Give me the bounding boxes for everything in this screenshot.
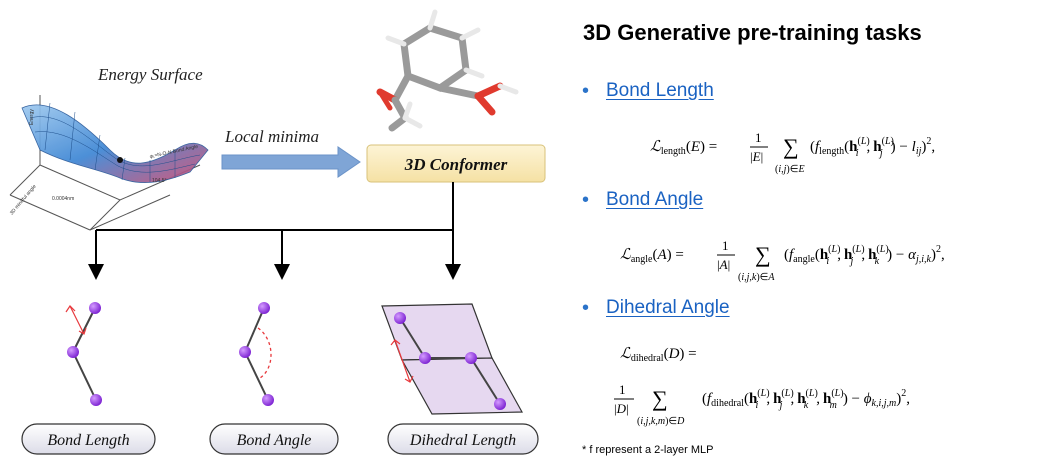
dihedral-molecule (381, 303, 524, 415)
formula-bond-length: ℒlength(E) = 1 |E| ∑ (i,j)∈E (flength(h(… (650, 124, 1045, 181)
conformer-label: 3D Conformer (404, 155, 508, 174)
diagram-canvas: Energy Surface Energy φ₁=N-O-N Bond Angl… (9, 9, 546, 455)
energy-surface-label: Energy Surface (97, 65, 203, 84)
svg-text:1: 1 (755, 130, 762, 145)
svg-text:ℒangle(A) =: ℒangle(A) = (620, 247, 684, 265)
svg-text:(i,j,k)∈A: (i,j,k)∈A (738, 272, 775, 283)
axis-label-energy: Energy (29, 109, 35, 125)
task-pill-bond-length: Bond Length (21, 423, 156, 455)
footnote: * f represent a 2-layer MLP (582, 444, 714, 456)
connector-lines (88, 182, 461, 280)
svg-text:(fdihedral(h(L)i,h(L)j,h(L)k,h: (fdihedral(h(L)i,h(L)j,h(L)k,h(L)m) − ϕk… (702, 388, 910, 411)
svg-text:ℒlength(E) =: ℒlength(E) = (650, 139, 717, 157)
local-minima-arrow (221, 146, 361, 178)
bond-length-molecule (65, 302, 102, 406)
axis-tick-nm: 0.0004nm (52, 196, 74, 202)
task-link-dihedral-angle[interactable]: Dihedral Angle (606, 297, 730, 318)
molecule-model (376, 9, 519, 132)
svg-text:(flength(h(L)i,h(L)j) − lij)2,: (flength(h(L)i,h(L)j) − lij)2, (810, 136, 935, 159)
svg-text:(i,j)∈E: (i,j)∈E (775, 164, 805, 175)
svg-text:∑: ∑ (755, 242, 771, 267)
energy-surface-plot: Energy φ₁=N-O-N Bond Angle 3D mindful an… (9, 95, 209, 231)
pretraining-tasks-panel: 3D Generative pre-training tasks • Bond … (560, 0, 1057, 467)
svg-text:ℒdihedral(D) =: ℒdihedral(D) = (620, 346, 697, 364)
task-pill-label: Bond Angle (237, 432, 312, 449)
svg-text:∑: ∑ (783, 134, 799, 159)
formula-dihedral-angle: ℒdihedral(D) = 1 |D| ∑ (i,j,k,m)∈D (fdih… (612, 340, 1057, 437)
bullet-icon: • (582, 80, 590, 102)
task-pill-label: Dihedral Length (409, 432, 516, 449)
svg-text:1: 1 (619, 382, 626, 397)
task-pill-label: Bond Length (47, 432, 129, 449)
bullet-icon: • (582, 297, 590, 319)
conformer-box (366, 144, 546, 183)
axis-tick-deg: 104.5° (152, 178, 167, 184)
formula-bond-angle: ℒangle(A) = 1 |A| ∑ (i,j,k)∈A (fangle(h(… (620, 232, 1057, 289)
task-link-bond-angle[interactable]: Bond Angle (606, 189, 704, 210)
panel-heading: 3D Generative pre-training tasks (583, 20, 922, 45)
svg-text:|D|: |D| (614, 401, 629, 416)
task-link-bond-length[interactable]: Bond Length (606, 80, 714, 101)
axis-label-depth: 3D mindful angle (9, 184, 38, 217)
bond-angle-molecule (239, 302, 274, 406)
svg-text:(i,j,k,m)∈D: (i,j,k,m)∈D (637, 416, 685, 427)
bullet-icon: • (582, 189, 590, 211)
svg-text:(fangle(h(L)i,h(L)j,h(L)k) − α: (fangle(h(L)i,h(L)j,h(L)k) − αj,i,k)2, (784, 244, 945, 267)
svg-text:∑: ∑ (652, 386, 668, 411)
arrow-label: Local minima (224, 127, 319, 146)
svg-text:|A|: |A| (717, 257, 730, 272)
svg-text:|E|: |E| (750, 149, 763, 164)
task-pill-dihedral-length: Dihedral Length (387, 423, 539, 455)
svg-text:1: 1 (722, 238, 729, 253)
task-pill-bond-angle: Bond Angle (209, 423, 339, 455)
